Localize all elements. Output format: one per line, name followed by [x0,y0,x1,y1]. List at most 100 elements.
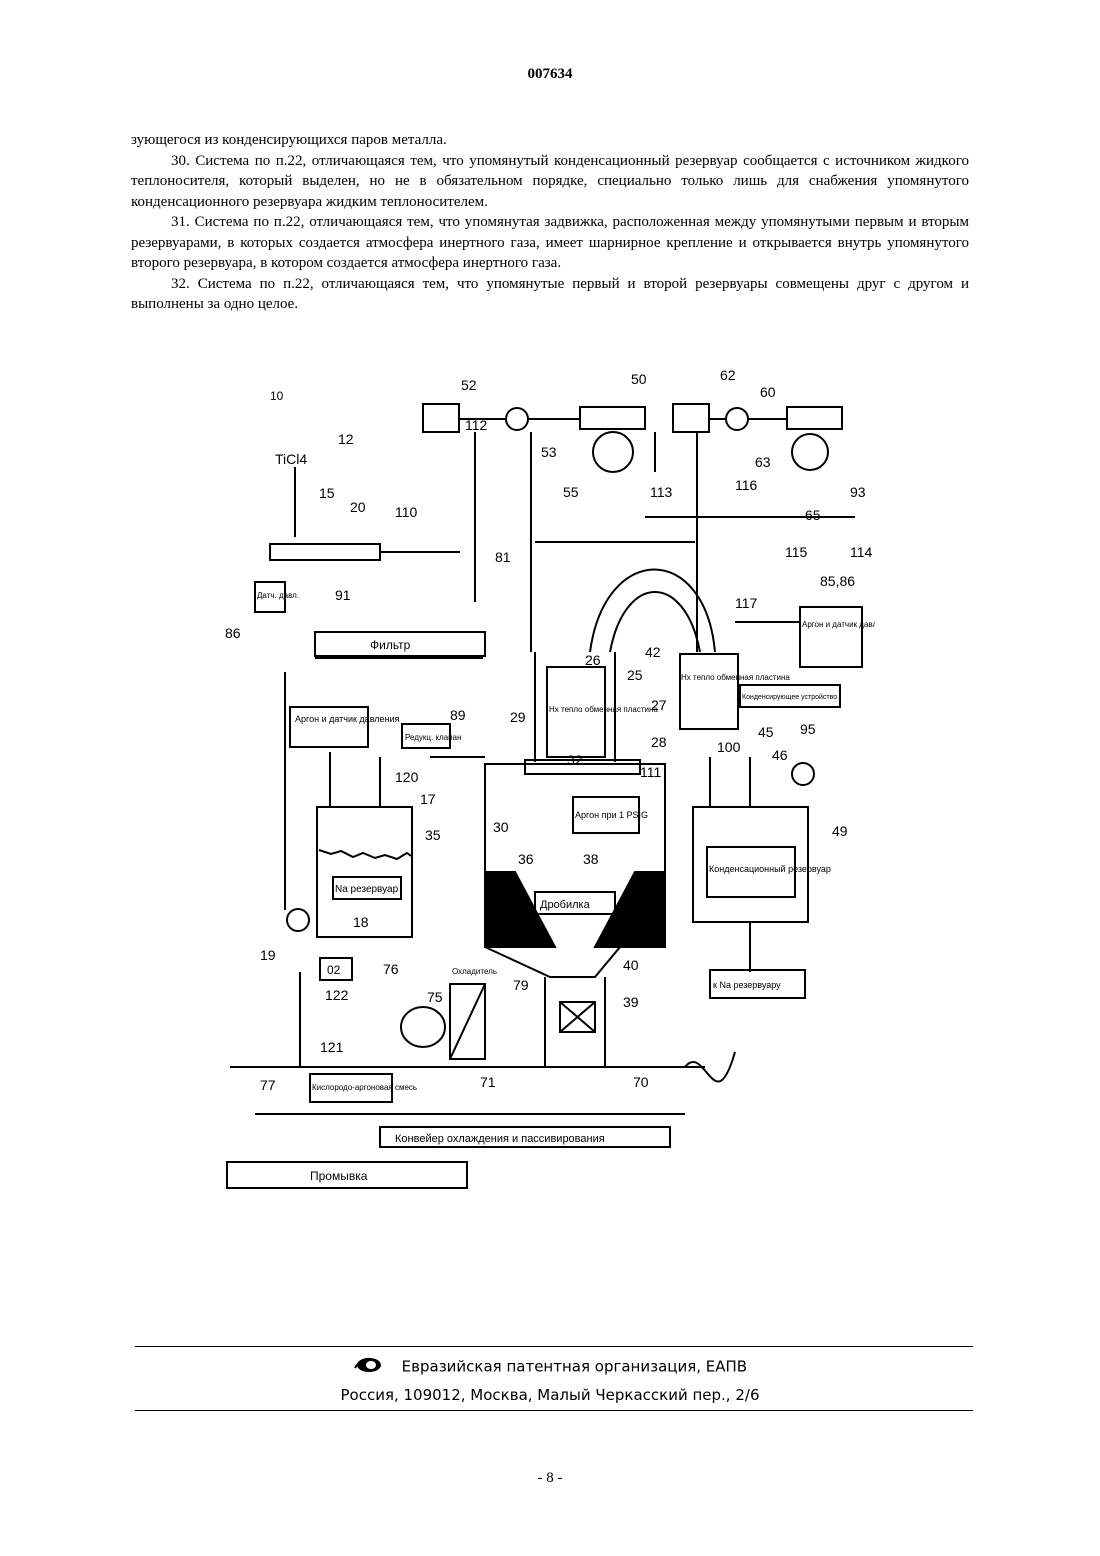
figure-ref-label: 10 [270,389,284,403]
footer-organization: Евразийская патентная организация, ЕАПВ [0,1356,1100,1378]
pump-95 [792,763,814,785]
ref-number: 35 [425,827,441,843]
system-schematic: 10 TiCl4 Датч. давл. Фильтр Аргон и датч… [215,362,875,1197]
ref-number: 65 [805,507,821,523]
ref-number: 50 [631,371,647,387]
ref-number: 52 [461,377,477,393]
eapo-logo-icon [353,1356,383,1378]
ref-number: 100 [717,739,741,755]
ref-number: 20 [350,499,366,515]
ref-number: 39 [623,994,639,1010]
unit-50-box [580,407,645,429]
ref-number: 42 [645,644,661,660]
ref-number: 53 [541,444,557,460]
pump-19 [287,909,309,931]
ref-number: 60 [760,384,776,400]
claims-text: зующегося из конденсирующихся паров мета… [131,130,969,315]
ref-number: 79 [513,977,529,993]
page-number: - 8 - [0,1470,1100,1487]
ref-number: 77 [260,1077,276,1093]
ref-number: 70 [633,1074,649,1090]
claim-paragraph: зующегося из конденсирующихся паров мета… [131,130,969,151]
ref-number: 117 [735,595,758,611]
ref-number: 75 [427,989,443,1005]
ref-number: 49 [832,823,848,839]
ref-number: 115 [785,544,808,560]
fan-55 [593,432,633,472]
ticl4-label: TiCl4 [275,451,307,467]
pressure-sensor-label: Датч. давл. [257,591,299,600]
cooler-label: Охладитель [452,967,497,976]
ref-number: 63 [755,454,771,470]
ref-number: 71 [480,1074,496,1090]
ref-number: 32 [567,752,583,768]
ref-number: 28 [651,734,667,750]
fan-65 [792,434,828,470]
footer-rule-top [135,1346,973,1347]
o2-label: 02 [327,963,341,977]
ref-number: 116 [735,477,758,493]
ref-number: 46 [772,747,788,763]
unit-20 [270,544,380,560]
ref-number: 120 [395,769,419,785]
ref-number: 86 [225,625,241,641]
washing-label: Промывка [310,1169,368,1183]
pump-63 [726,408,748,430]
document-number: 007634 [0,66,1100,83]
reducer-valve-label: Редукц. клапан [405,733,461,742]
unit-75 [401,1007,445,1047]
ref-number: 112 [465,417,488,433]
claim-paragraph: 32. Система по п.22, отличающаяся тем, ч… [131,274,969,315]
claim-paragraph: 30. Система по п.22, отличающаяся тем, ч… [131,151,969,213]
unit-62-box [673,404,709,432]
hx-center-label: Hx тепло обменная пластина [549,705,658,714]
ref-number: 40 [623,957,639,973]
ref-number: 17 [420,791,436,807]
condensation-tank-label: Конденсационный резервуар [709,864,831,874]
ref-number: 95 [800,721,816,737]
ref-number: 81 [495,549,511,565]
hx-right-label: Hx тепло обменная пластина [681,673,790,682]
ref-number: 45 [758,724,774,740]
na-tank-label: Na резервуар [335,884,399,895]
ref-number: 18 [353,914,369,930]
ref-number: 76 [383,961,399,977]
ref-number: 111 [640,764,661,780]
ref-number: 19 [260,947,276,963]
ref-number: 12 [338,431,354,447]
organization-name: Евразийская патентная организация, ЕАПВ [402,1358,747,1376]
ref-number: 93 [850,484,866,500]
ref-number: 110 [395,504,418,520]
ref-number: 89 [450,707,466,723]
ref-number: 85,86 [820,573,855,589]
unit-52-box [423,404,459,432]
footer-address: Россия, 109012, Москва, Малый Черкасский… [0,1386,1100,1404]
hx-right-box [680,654,738,729]
conveyor-label: Конвейер охлаждения и пассивирования [395,1133,605,1145]
schematic-svg: 10 TiCl4 Датч. давл. Фильтр Аргон и датч… [215,362,875,1197]
ref-number: 91 [335,587,351,603]
ref-number: 26 [585,652,601,668]
argon-sensor-right-box [800,607,862,667]
ref-number: 15 [319,485,335,501]
ref-number: 38 [583,851,599,867]
ref-number: 114 [850,544,873,560]
to-na-tank-label: к Na резервуару [713,980,781,990]
ref-number: 122 [325,987,349,1003]
argon-sensor-left-box [290,707,368,747]
ref-number: 121 [320,1039,344,1055]
footer-rule-bottom [135,1410,973,1411]
ref-number: 113 [650,484,673,500]
claim-paragraph: 31. Система по п.22, отличающаяся тем, ч… [131,212,969,274]
argon-1psig-label: Аргон при 1 PSIG [575,810,648,820]
ref-number: 29 [510,709,526,725]
argon-sensor-right-label: Аргон и датчик давления [802,620,875,629]
condensing-device-label: Конденсирующее устройство [742,693,837,701]
ref-number: 55 [563,484,579,500]
ref-number: 27 [651,697,667,713]
filter-label: Фильтр [370,638,411,652]
argon-sensor-left-label: Аргон и датчик давления [295,714,400,724]
ref-number: 36 [518,851,534,867]
pump-53 [506,408,528,430]
ref-number: 25 [627,667,643,683]
